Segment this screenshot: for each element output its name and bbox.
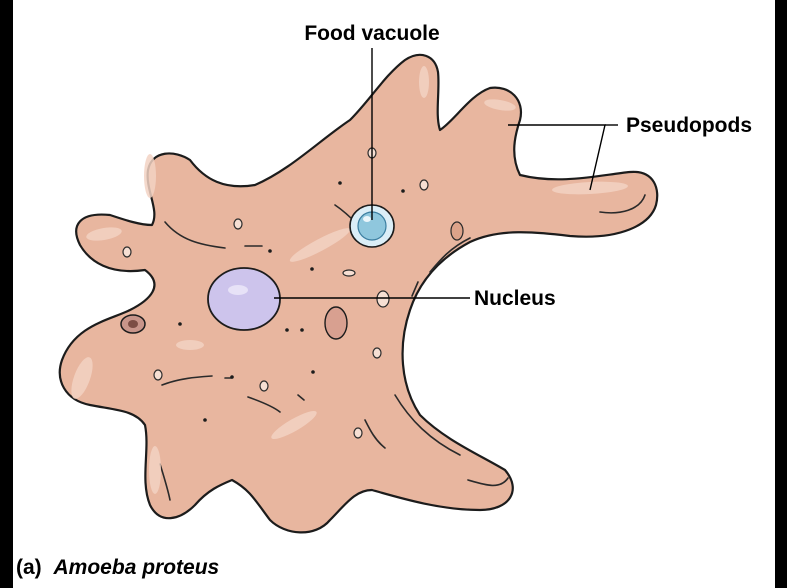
amoeba-body [60,55,657,533]
pseudopods-label: Pseudopods [626,114,752,137]
nucleus-label: Nucleus [474,287,556,310]
caption-species: Amoeba proteus [53,556,220,579]
medium-vacuole [325,307,347,339]
left-vacuole [121,315,145,333]
nucleus-shape [208,268,280,330]
amoeba-diagram: Food vacuole Pseudopods Nucleus (a) Amoe… [13,0,775,588]
caption-prefix: (a) [16,556,42,579]
food-vacuole-label: Food vacuole [304,22,439,45]
figure-caption: (a) Amoeba proteus [16,556,219,579]
diagram-frame: Food vacuole Pseudopods Nucleus (a) Amoe… [13,0,775,588]
